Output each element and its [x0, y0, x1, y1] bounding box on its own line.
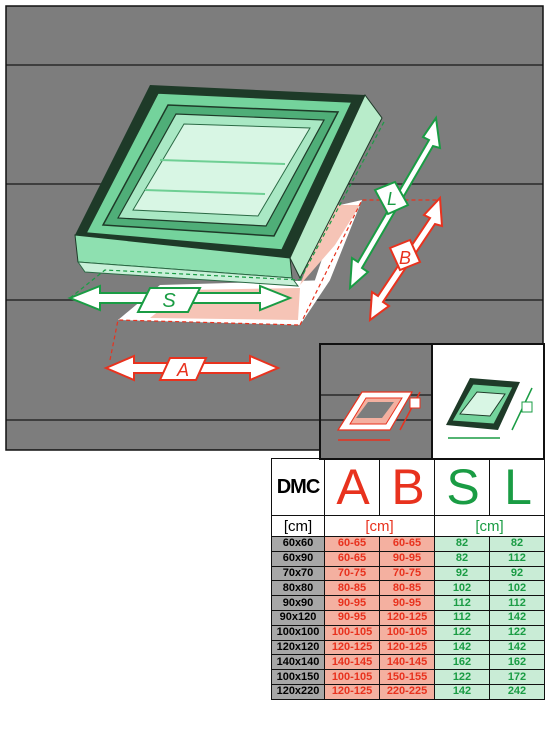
a-label: A — [176, 360, 189, 380]
cell-a: 80-85 — [324, 580, 380, 597]
cell-a: 120-125 — [324, 639, 380, 656]
cell-s: 112 — [434, 595, 490, 611]
cell-s: 142 — [434, 683, 490, 700]
header-a: A — [324, 458, 380, 516]
unit-dmc: [cm] — [271, 515, 325, 537]
cell-l: 172 — [489, 669, 545, 685]
ab-key-icon — [336, 391, 421, 441]
unit-sl: [cm] — [434, 515, 545, 537]
cell-b: 100-105 — [379, 624, 435, 641]
cell-b: 220-225 — [379, 683, 435, 700]
cell-b: 60-65 — [379, 536, 435, 552]
l-label: L — [387, 189, 397, 209]
cell-s: 112 — [434, 609, 490, 626]
cell-dmc: 100x150 — [271, 669, 325, 685]
unit-ab: [cm] — [324, 515, 435, 537]
cell-l: 102 — [489, 580, 545, 597]
cell-a: 60-65 — [324, 550, 380, 567]
cell-dmc: 140x140 — [271, 654, 325, 671]
a-guide — [109, 319, 301, 361]
cell-l: 142 — [489, 609, 545, 626]
cell-l: 242 — [489, 683, 545, 700]
a-dimension-arrow: A — [103, 354, 281, 382]
s-guide — [69, 269, 301, 299]
header-l: L — [489, 458, 545, 516]
cell-s: 82 — [434, 536, 490, 552]
cell-s: 92 — [434, 565, 490, 582]
b-guide — [299, 199, 440, 326]
cell-a: 120-125 — [324, 683, 380, 700]
cell-a: 140-145 — [324, 654, 380, 671]
cell-dmc: 100x100 — [271, 624, 325, 641]
cell-s: 142 — [434, 639, 490, 656]
cell-dmc: 60x90 — [271, 550, 325, 567]
cell-l: 142 — [489, 639, 545, 656]
cell-a: 100-105 — [324, 669, 380, 685]
b-label: B — [399, 248, 411, 268]
cell-dmc: 70x70 — [271, 565, 325, 582]
cell-l: 112 — [489, 595, 545, 611]
cell-b: 90-95 — [379, 550, 435, 567]
cell-l: 112 — [489, 550, 545, 567]
cell-dmc: 80x80 — [271, 580, 325, 597]
cell-b: 80-85 — [379, 580, 435, 597]
roof-border — [5, 5, 544, 451]
cell-s: 122 — [434, 669, 490, 685]
cell-l: 122 — [489, 624, 545, 641]
flashing-pink-side — [300, 205, 360, 285]
b-dimension-arrow: B — [368, 195, 444, 323]
header-b: B — [379, 458, 435, 516]
cell-l: 92 — [489, 565, 545, 582]
flashing-white-side — [300, 200, 362, 325]
cell-dmc: 60x60 — [271, 536, 325, 552]
cell-b: 120-125 — [379, 609, 435, 626]
sl-key-icon — [446, 378, 533, 439]
cell-s: 162 — [434, 654, 490, 671]
cell-a: 90-95 — [324, 609, 380, 626]
header-row: DMC A B S L — [271, 458, 545, 516]
units-row: [cm] [cm] [cm] — [271, 515, 545, 537]
cell-dmc: 90x90 — [271, 595, 325, 611]
cell-a: 70-75 — [324, 565, 380, 582]
header-s: S — [434, 458, 490, 516]
cell-l: 82 — [489, 536, 545, 552]
cell-a: 60-65 — [324, 536, 380, 552]
cell-s: 82 — [434, 550, 490, 567]
s-label: S — [162, 290, 176, 312]
cell-b: 70-75 — [379, 565, 435, 582]
cell-b: 140-145 — [379, 654, 435, 671]
cell-b: 120-125 — [379, 639, 435, 656]
cell-dmc: 120x220 — [271, 683, 325, 700]
cell-dmc: 90x120 — [271, 609, 325, 626]
l-guide — [299, 119, 386, 281]
cell-dmc: 120x120 — [271, 639, 325, 656]
cell-a: 90-95 — [324, 595, 380, 611]
s-dimension-arrow: S — [67, 284, 293, 313]
cell-a: 100-105 — [324, 624, 380, 641]
cell-l: 162 — [489, 654, 545, 671]
header-dmc: DMC — [271, 458, 325, 516]
skylight-frame — [74, 85, 383, 287]
l-dimension-arrow: L — [348, 115, 442, 291]
cell-s: 102 — [434, 580, 490, 597]
cell-b: 90-95 — [379, 595, 435, 611]
cell-b: 150-155 — [379, 669, 435, 685]
cell-s: 122 — [434, 624, 490, 641]
